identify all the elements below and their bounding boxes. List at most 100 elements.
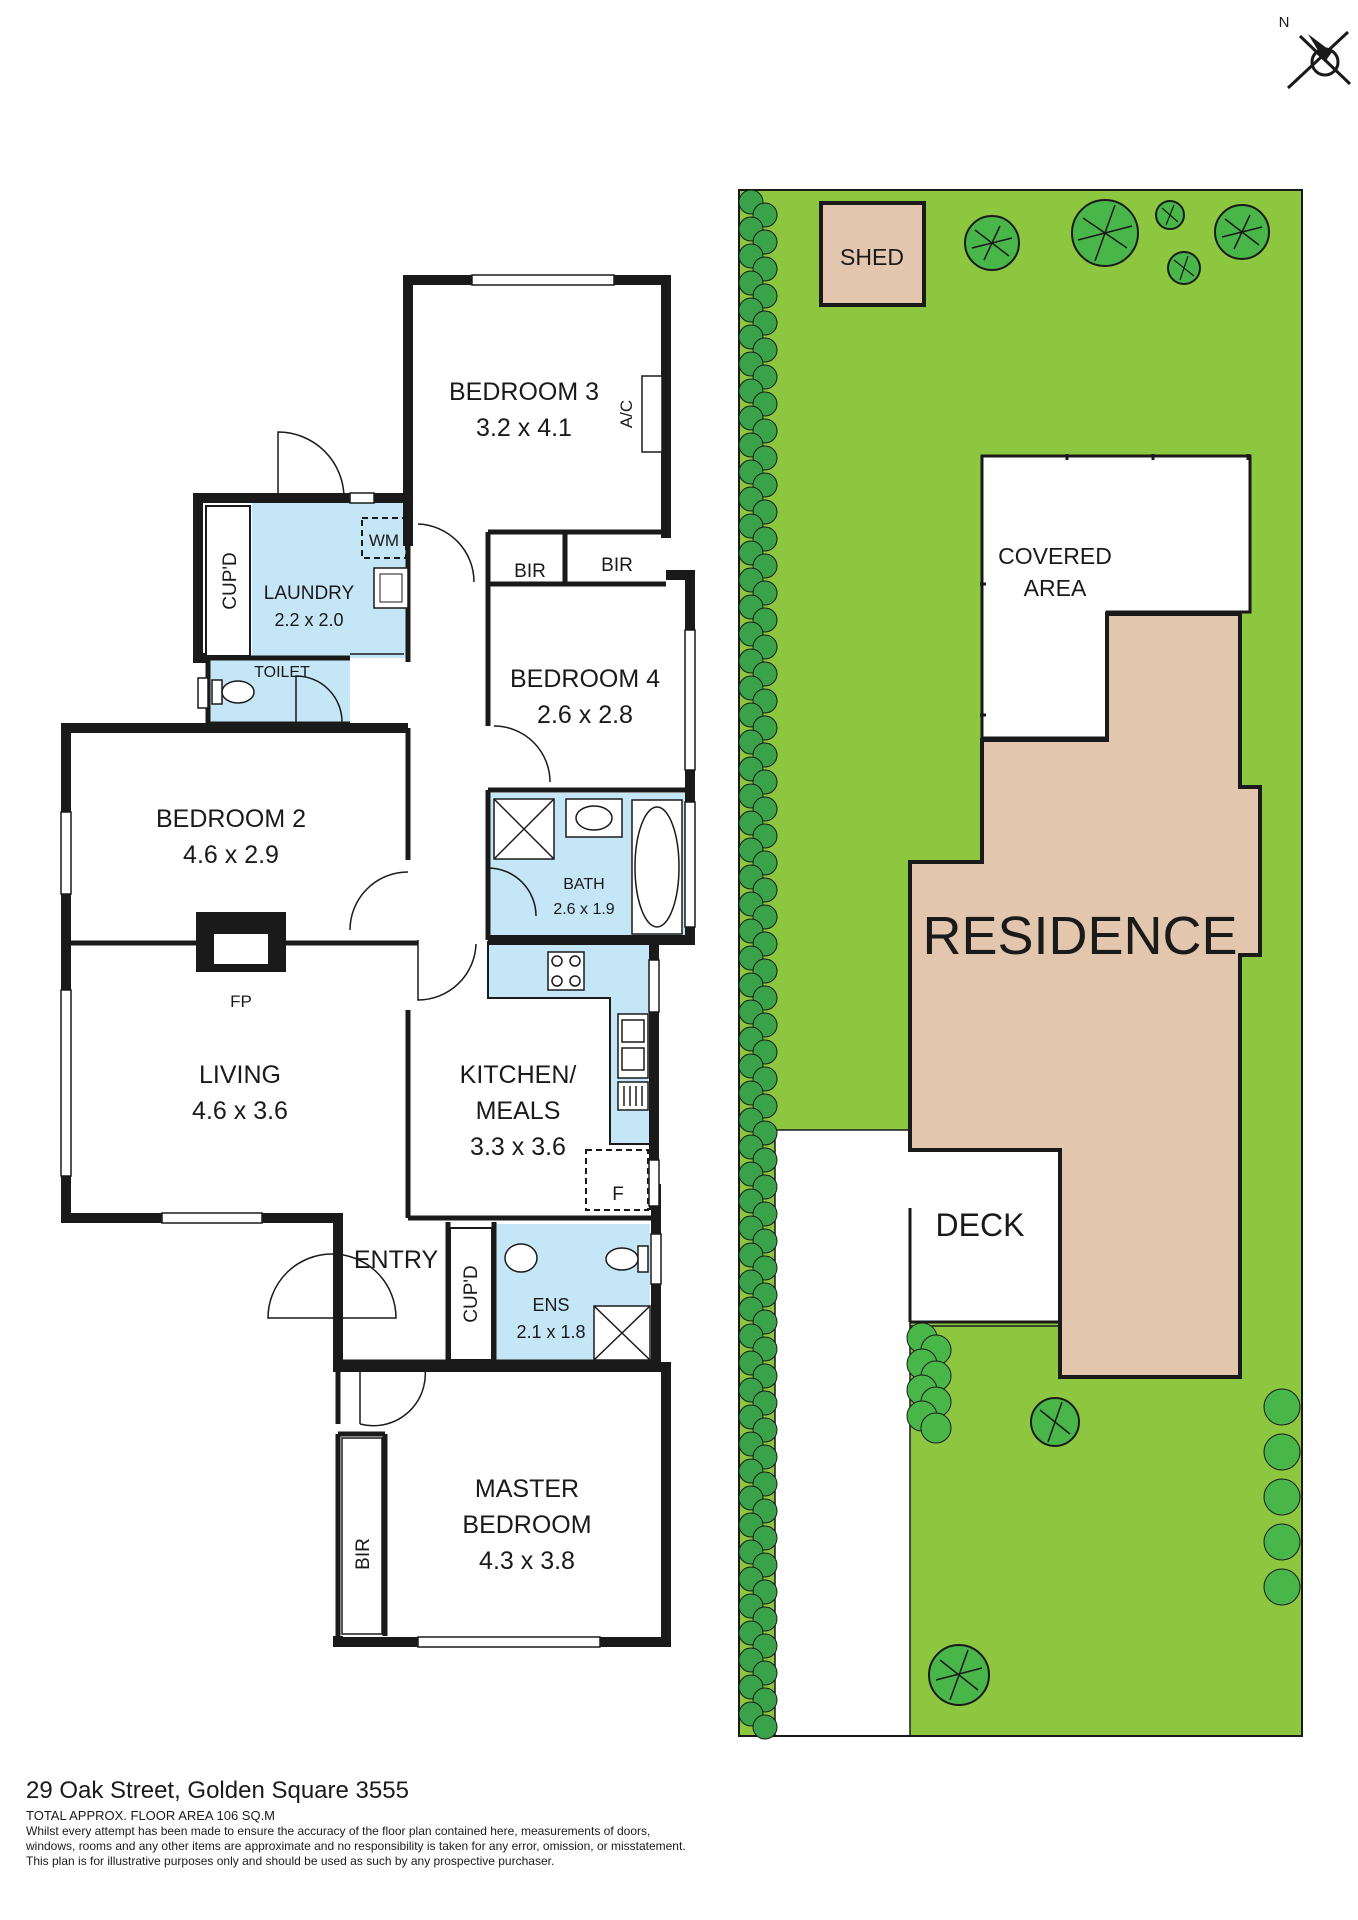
laundry-cupboard (205, 505, 251, 657)
tree-icon (1071, 199, 1139, 267)
plan-footer: 29 Oak Street, Golden Square 3555 TOTAL … (26, 1776, 826, 1869)
tree-icon (1214, 204, 1270, 260)
ensuite-dims: 2.1 x 1.8 (516, 1322, 585, 1342)
residence-label: RESIDENCE (922, 906, 1237, 966)
ensuite-name: ENS (532, 1295, 569, 1315)
bath-name: BATH (563, 876, 604, 893)
covered-area-label-line2: AREA (1024, 575, 1087, 601)
window (349, 492, 375, 504)
shed (819, 201, 926, 307)
master-robe (341, 1437, 383, 1635)
kitchen-sink-icon (617, 1013, 649, 1111)
toilet-door-swing (295, 675, 343, 723)
living-dims: 4.6 x 3.6 (192, 1097, 288, 1125)
master-name-line2: BEDROOM (462, 1511, 591, 1539)
living-name: LIVING (199, 1061, 281, 1089)
fireplace-label: FP (230, 992, 252, 1011)
toilet-label: TOILET (254, 664, 310, 681)
north-arrow-icon (1286, 30, 1352, 90)
washing-machine-icon (361, 517, 407, 559)
tree-icon (1167, 251, 1201, 285)
bedroom2-name: BEDROOM 2 (156, 805, 306, 833)
site-boundary (738, 189, 1303, 1737)
entry-cupboard-label: CUP'D (461, 1265, 482, 1322)
tree-icon (928, 1644, 990, 1706)
tree-icon (1155, 200, 1185, 230)
bir2-label: BIR (601, 555, 633, 576)
hedge (738, 189, 778, 1740)
ac-label: A/C (617, 400, 636, 428)
window (684, 801, 696, 928)
shower-icon (493, 798, 555, 860)
shrubs-left (906, 1322, 952, 1444)
bir1-label: BIR (514, 561, 546, 582)
window (60, 811, 72, 895)
window (648, 959, 660, 1013)
master-door-swing (359, 1361, 427, 1427)
window (684, 629, 696, 771)
bathtub-icon (631, 799, 683, 935)
ac-unit (641, 375, 663, 453)
shrub-icon (1263, 1478, 1301, 1516)
bedroom2-door-swing (349, 871, 409, 931)
site-plan (738, 189, 1303, 1740)
kitchen-name-line2: MEALS (476, 1097, 561, 1125)
shed-label: SHED (840, 244, 904, 270)
deck-label: DECK (936, 1207, 1025, 1243)
disclaimer-line-1: Whilst every attempt has been made to en… (26, 1824, 651, 1838)
bedroom4-door-swing (493, 725, 551, 783)
residence (908, 612, 1262, 1379)
ensuite-shower-icon (593, 1305, 651, 1361)
bath-door-swing (487, 867, 537, 917)
window (60, 989, 72, 1177)
shrub-icon (1263, 1433, 1301, 1471)
bedroom4-dims: 2.6 x 2.8 (537, 701, 633, 729)
laundry-name: LAUNDRY (264, 583, 355, 604)
window (650, 1233, 662, 1285)
window (471, 274, 615, 286)
bedroom2-dims: 4.6 x 2.9 (183, 841, 279, 869)
fridge-space (585, 1149, 649, 1211)
disclaimer: Whilst every attempt has been made to en… (26, 1824, 826, 1869)
driveway (775, 1130, 910, 1735)
entry-door-swing (267, 1253, 397, 1319)
window (161, 1212, 263, 1224)
tree-icon (1030, 1397, 1080, 1447)
laundry-door-swing (277, 431, 345, 499)
ensuite-basin-icon (504, 1243, 538, 1273)
window (197, 677, 209, 709)
laundry-cupboard-label: CUP'D (220, 552, 241, 609)
laundry-dims: 2.2 x 2.0 (274, 610, 343, 630)
floor-area: TOTAL APPROX. FLOOR AREA 106 SQ.M (26, 1808, 276, 1823)
fridge-label: F (612, 1184, 624, 1205)
master-dims: 4.3 x 3.8 (479, 1547, 575, 1575)
property-address: 29 Oak Street, Golden Square 3555 (26, 1777, 409, 1804)
window (417, 1636, 601, 1648)
entry-cupboard (449, 1227, 493, 1361)
shrubs-right (1263, 1388, 1301, 1606)
cooktop-icon (547, 951, 585, 991)
kitchen-door-swing (417, 940, 477, 1001)
hall-door-swing (417, 523, 475, 583)
deck (910, 1150, 1058, 1322)
washing-machine-label: WM (369, 531, 399, 550)
tree-icon (964, 215, 1020, 271)
kitchen-name-line1: KITCHEN/ (460, 1061, 577, 1089)
disclaimer-line-2: windows, rooms and any other items are a… (26, 1839, 686, 1853)
disclaimer-line-3: This plan is for illustrative purposes o… (26, 1854, 555, 1868)
shrub-icon (920, 1412, 952, 1444)
floor-plan-rooms (60, 274, 696, 1648)
bedroom3-dims: 3.2 x 4.1 (476, 414, 572, 442)
toilet-icon (211, 679, 255, 705)
ensuite-toilet-icon (605, 1245, 649, 1273)
shrub-icon (752, 1714, 778, 1740)
master-robe-label: BIR (353, 1538, 374, 1570)
master-name-line1: MASTER (475, 1475, 579, 1503)
window (648, 1159, 660, 1207)
shrub-icon (1263, 1523, 1301, 1561)
bedroom3-name: BEDROOM 3 (449, 378, 599, 406)
compass-north-label: N (1279, 14, 1290, 31)
covered-area-label-line1: COVERED (998, 543, 1112, 569)
shrub-icon (1263, 1568, 1301, 1606)
